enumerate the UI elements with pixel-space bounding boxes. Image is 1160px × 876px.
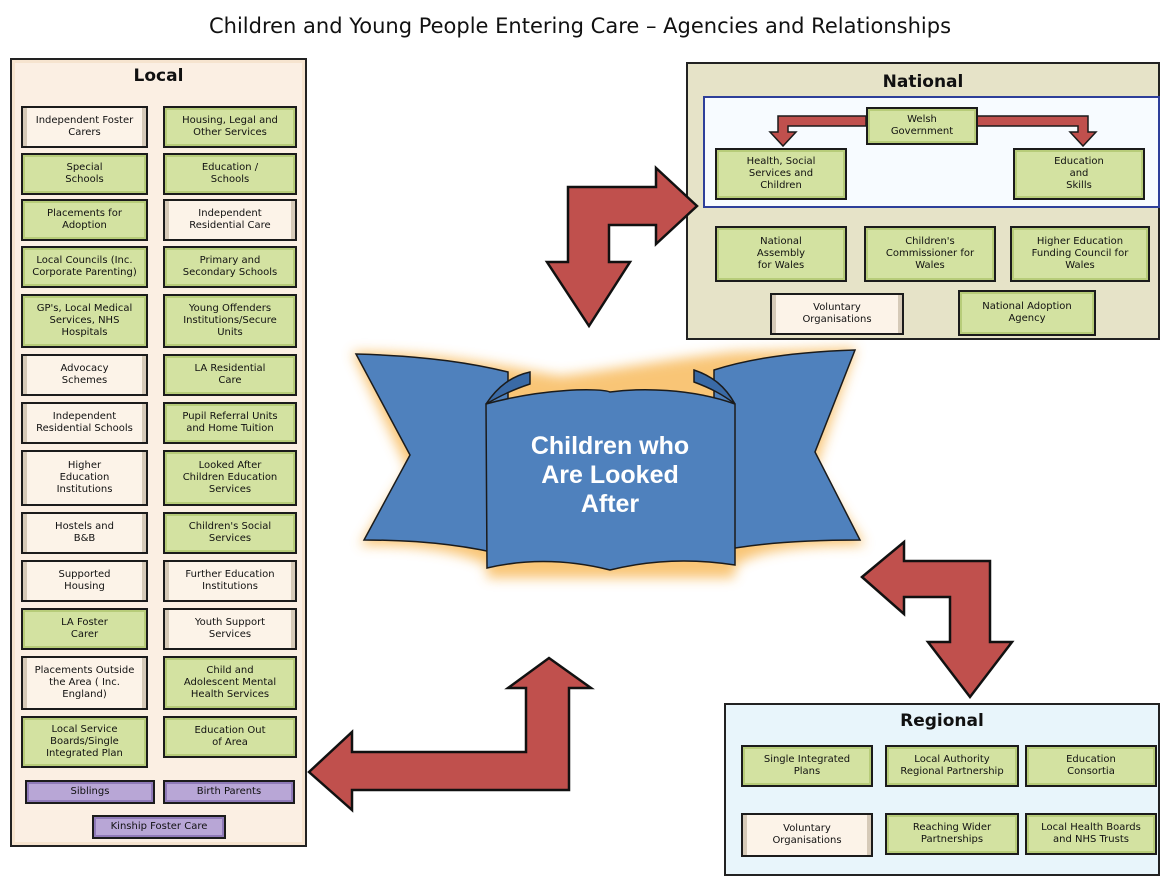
regional-box-education-consortia: Education Consortia bbox=[1025, 745, 1157, 787]
local-box-pupil-referral: Pupil Referral Units and Home Tuition bbox=[163, 402, 297, 444]
banner-left-tail bbox=[354, 353, 509, 557]
local-box-special-schools: Special Schools bbox=[21, 153, 148, 195]
regional-panel-title: Regional bbox=[900, 711, 984, 731]
national-box-welsh-government: Welsh Government bbox=[866, 107, 978, 145]
local-box-primary-secondary: Primary and Secondary Schools bbox=[163, 246, 297, 288]
local-box-further-education: Further Education Institutions bbox=[163, 560, 297, 602]
national-box-education-skills: Education and Skills bbox=[1013, 148, 1145, 200]
local-box-independent-foster-carers: Independent Foster Carers bbox=[21, 106, 148, 148]
local-box-childrens-social: Children's Social Services bbox=[163, 512, 297, 554]
local-box-gp-medical: GP's, Local Medical Services, NHS Hospit… bbox=[21, 294, 148, 348]
banner-right-tail bbox=[713, 349, 862, 553]
national-box-health: Health, Social Services and Children bbox=[715, 148, 847, 200]
local-box-local-councils: Local Councils (Inc. Corporate Parenting… bbox=[21, 246, 148, 288]
regional-box-la-regional-partnership: Local Authority Regional Partnership bbox=[885, 745, 1019, 787]
banner-left-fold bbox=[485, 371, 531, 405]
local-box-local-service-boards: Local Service Boards/Single Integrated P… bbox=[21, 716, 148, 768]
local-box-la-residential: LA Residential Care bbox=[163, 354, 297, 396]
national-box-hefcw: Higher Education Funding Council for Wal… bbox=[1010, 226, 1150, 282]
local-box-lac-education: Looked After Children Education Services bbox=[163, 450, 297, 506]
national-box-voluntary: Voluntary Organisations bbox=[770, 293, 904, 335]
local-box-young-offenders: Young Offenders Institutions/Secure Unit… bbox=[163, 294, 297, 348]
local-box-kinship-foster-care: Kinship Foster Care bbox=[92, 815, 226, 839]
local-panel-title: Local bbox=[133, 66, 184, 86]
banner-right-fold bbox=[693, 368, 736, 405]
national-box-assembly: National Assembly for Wales bbox=[715, 226, 847, 282]
local-box-advocacy: Advocacy Schemes bbox=[21, 354, 148, 396]
local-box-youth-support: Youth Support Services bbox=[163, 608, 297, 650]
local-box-birth-parents: Birth Parents bbox=[163, 780, 295, 804]
local-box-housing-legal: Housing, Legal and Other Services bbox=[163, 106, 297, 148]
arrow-regional bbox=[860, 539, 1015, 700]
local-box-independent-residential-schools: Independent Residential Schools bbox=[21, 402, 148, 444]
local-box-la-foster-carer: LA Foster Carer bbox=[21, 608, 148, 650]
local-box-independent-residential-care: Independent Residential Care bbox=[163, 199, 297, 241]
national-box-commissioner: Children's Commissioner for Wales bbox=[864, 226, 996, 282]
gov-left-arrow bbox=[768, 115, 867, 148]
national-box-adoption: National Adoption Agency bbox=[958, 290, 1096, 336]
local-box-camhs: Child and Adolescent Mental Health Servi… bbox=[163, 656, 297, 710]
diagram-title: Children and Young People Entering Care … bbox=[208, 14, 952, 38]
local-box-placements-outside: Placements Outside the Area ( Inc. Engla… bbox=[21, 656, 148, 710]
center-label: Children who Are Looked After bbox=[530, 432, 690, 518]
arrow-national bbox=[544, 165, 699, 329]
arrow-local bbox=[307, 656, 595, 813]
local-box-supported-housing: Supported Housing bbox=[21, 560, 148, 602]
local-box-education-schools: Education / Schools bbox=[163, 153, 297, 195]
local-box-placements-adoption: Placements for Adoption bbox=[21, 199, 148, 241]
gov-right-arrow bbox=[975, 115, 1098, 148]
local-box-hostels: Hostels and B&B bbox=[21, 512, 148, 554]
local-box-higher-education: Higher Education Institutions bbox=[21, 450, 148, 506]
regional-box-voluntary: Voluntary Organisations bbox=[741, 813, 873, 857]
banner-front bbox=[485, 389, 736, 571]
regional-box-reaching-wider: Reaching Wider Partnerships bbox=[885, 813, 1019, 855]
regional-box-health-boards: Local Health Boards and NHS Trusts bbox=[1025, 813, 1157, 855]
regional-box-single-integrated-plans: Single Integrated Plans bbox=[741, 745, 873, 787]
local-box-siblings: Siblings bbox=[25, 780, 155, 804]
national-panel-title: National bbox=[882, 72, 964, 92]
local-box-education-out-of-area: Education Out of Area bbox=[163, 716, 297, 758]
